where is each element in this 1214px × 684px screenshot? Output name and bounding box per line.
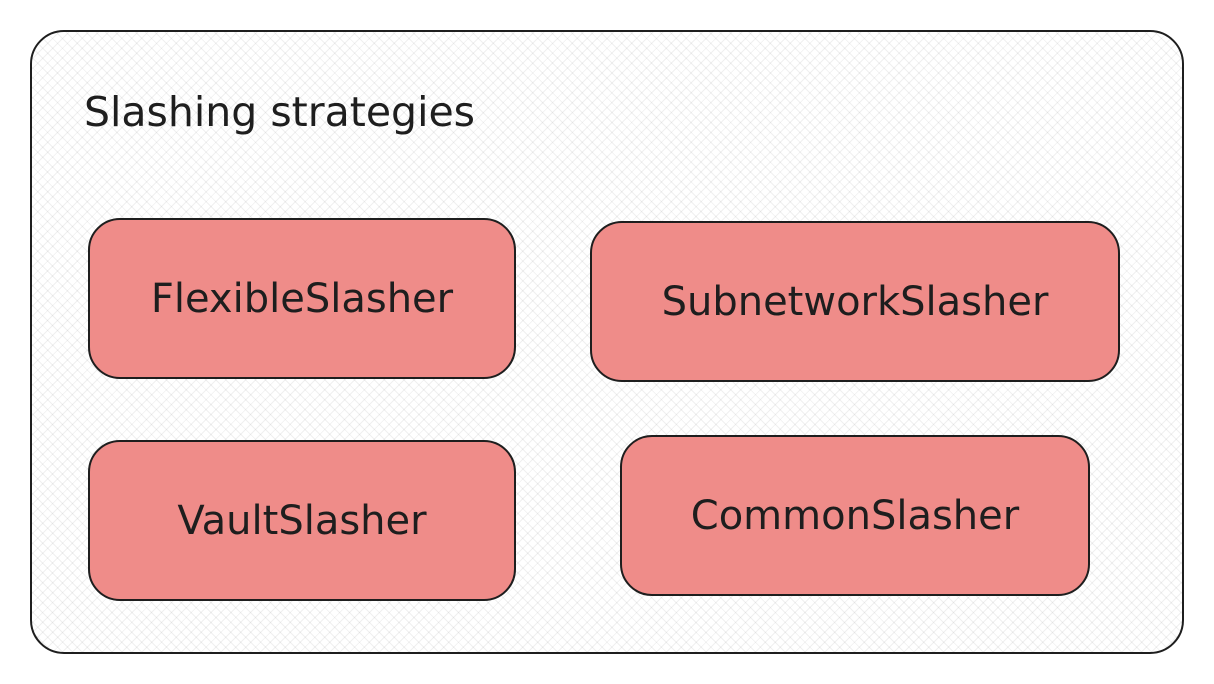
- common-slasher-label: CommonSlasher: [690, 492, 1020, 539]
- subnetwork-slasher-box[interactable]: SubnetworkSlasher: [590, 221, 1120, 382]
- frame-title: Slashing strategies: [84, 88, 476, 136]
- vault-slasher-box[interactable]: VaultSlasher: [88, 440, 516, 601]
- flexible-slasher-label: FlexibleSlasher: [150, 275, 454, 322]
- subnetwork-slasher-label: SubnetworkSlasher: [661, 278, 1049, 325]
- vault-slasher-label: VaultSlasher: [177, 497, 427, 544]
- flexible-slasher-box[interactable]: FlexibleSlasher: [88, 218, 516, 379]
- common-slasher-box[interactable]: CommonSlasher: [620, 435, 1090, 596]
